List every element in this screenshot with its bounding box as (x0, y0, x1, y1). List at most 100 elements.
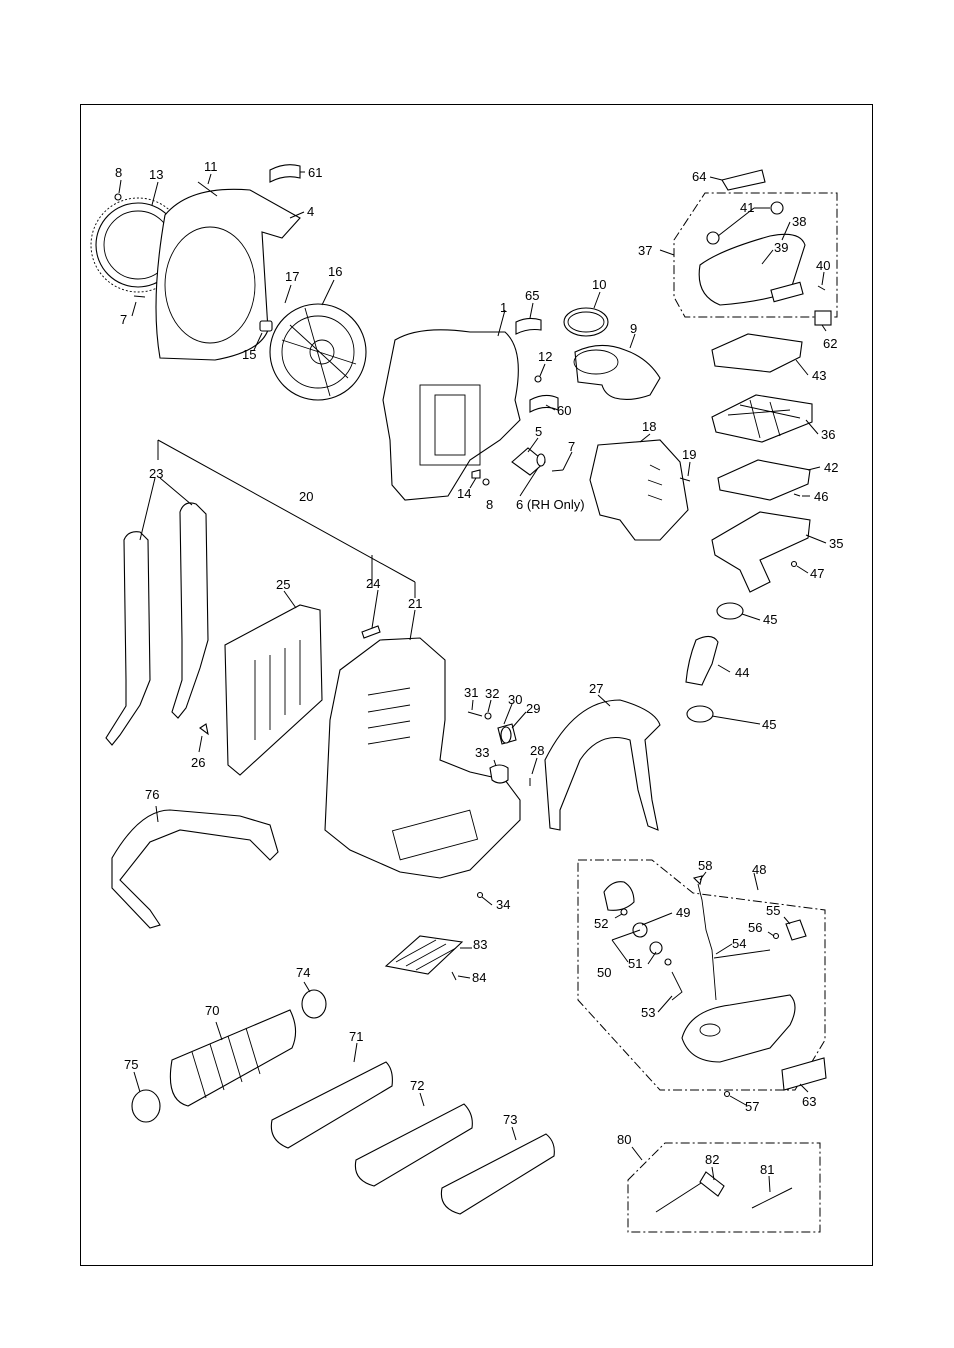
part-27-guard (545, 700, 660, 830)
part-65-label (516, 318, 541, 334)
callout-60: 60 (557, 403, 571, 418)
part-25-back-pad (225, 605, 322, 775)
part-61-label (270, 165, 300, 182)
callout-20: 20 (299, 489, 313, 504)
callout-45b: 45 (762, 717, 776, 732)
callout-63: 63 (802, 1094, 816, 1109)
part-45-clamp-a (717, 603, 743, 619)
part-71-pipe (271, 1062, 392, 1148)
part-41-knob-a (707, 232, 719, 244)
frame-and-harness-group (106, 440, 660, 980)
fuel-tank (682, 995, 795, 1062)
callout-31: 31 (464, 685, 478, 700)
part-75-clamp (132, 1090, 160, 1122)
callout-53: 53 (641, 1005, 655, 1020)
part-80-tool-kit-outline (628, 1143, 820, 1232)
callout-83: 83 (473, 937, 487, 952)
part-83-plate (386, 936, 462, 974)
callout-29: 29 (526, 701, 540, 716)
callout-52: 52 (594, 916, 608, 931)
callout-28: 28 (530, 743, 544, 758)
callout-57: 57 (745, 1099, 759, 1114)
part-40-screw (818, 286, 825, 290)
callout-8b: 8 (486, 497, 493, 512)
callout-64: 64 (692, 169, 706, 184)
callout-24: 24 (366, 576, 380, 591)
callout-33: 33 (475, 745, 489, 760)
callout-11: 11 (204, 159, 218, 174)
callout-14: 14 (457, 486, 471, 501)
part-35-case (712, 512, 810, 592)
part-33-cap (490, 765, 508, 783)
callout-48: 48 (752, 862, 766, 877)
part-74-clamp (302, 990, 326, 1018)
callout-30: 30 (508, 692, 522, 707)
part-81-wrench (752, 1188, 792, 1208)
part-53-pipe (672, 972, 682, 1000)
callout-81: 81 (760, 1162, 774, 1177)
callout-19: 19 (682, 447, 696, 462)
part-8-screw (115, 194, 121, 200)
tool-kit-group (628, 1143, 820, 1232)
callout-17: 17 (285, 269, 299, 284)
part-8-screw-b (483, 479, 489, 485)
part-31-bolt (468, 712, 482, 716)
callout-6-rh-only: 6 (RH Only) (516, 497, 585, 512)
callout-43: 43 (812, 368, 826, 383)
fuel-tank-group (578, 860, 826, 1097)
callout-27: 27 (589, 681, 603, 696)
callout-25: 25 (276, 577, 290, 592)
callout-41: 41 (740, 200, 754, 215)
callout-40: 40 (816, 258, 830, 273)
part-9-elbow (575, 345, 660, 399)
callout-39: 39 (774, 240, 788, 255)
callout-76: 76 (145, 787, 159, 802)
callout-50: 50 (597, 965, 611, 980)
callout-45: 45 (763, 612, 777, 627)
part-36-filter-frame (712, 395, 812, 442)
callout-61: 61 (308, 165, 322, 180)
callout-71: 71 (349, 1029, 363, 1044)
callout-46: 46 (814, 489, 828, 504)
callout-16: 16 (328, 264, 342, 279)
part-58-clip (694, 876, 702, 884)
part-57-screw (725, 1092, 730, 1097)
nozzle-group (132, 990, 554, 1214)
callout-49: 49 (676, 905, 690, 920)
callout-13: 13 (149, 167, 163, 182)
air-cleaner-group (674, 170, 837, 722)
part-26-clip (200, 724, 208, 734)
callout-44: 44 (735, 665, 749, 680)
part-73-nozzle (441, 1134, 554, 1214)
callout-55: 55 (766, 903, 780, 918)
callout-58: 58 (698, 858, 712, 873)
part-32-washer (485, 713, 491, 719)
part-7-screw-b (552, 470, 563, 471)
callout-21: 21 (408, 596, 422, 611)
part-21-frame (325, 638, 520, 878)
callout-36: 36 (821, 427, 835, 442)
callout-7: 7 (120, 312, 127, 327)
callout-12: 12 (538, 349, 552, 364)
part-47-washer (792, 562, 797, 567)
part-45-clamp-b (687, 706, 713, 722)
callout-1: 1 (500, 300, 507, 315)
part-23-strap-left (106, 532, 150, 745)
part-1-housing (383, 330, 520, 500)
callout-70: 70 (205, 1003, 219, 1018)
callout-84: 84 (472, 970, 486, 985)
part-6-gasket (537, 454, 545, 466)
callout-35: 35 (829, 536, 843, 551)
callout-62: 62 (823, 336, 837, 351)
callout-32: 32 (485, 686, 499, 701)
part-46-screw (794, 494, 800, 496)
callout-18: 18 (642, 419, 656, 434)
callout-5: 5 (535, 424, 542, 439)
callout-47: 47 (810, 566, 824, 581)
callout-38: 38 (792, 214, 806, 229)
part-54-fuel-line (698, 884, 716, 1000)
part-76-waist-belt (112, 810, 278, 928)
part-63-label (782, 1058, 826, 1090)
part-18-cover (590, 440, 688, 540)
